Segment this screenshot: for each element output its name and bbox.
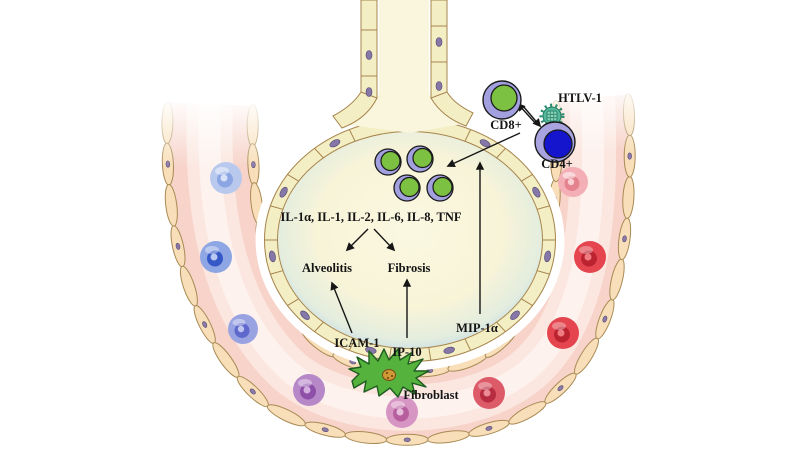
blood-cell-blue-violet [228, 314, 258, 344]
alveolus-interior [265, 119, 555, 361]
alveolar-cell-junction [536, 205, 551, 210]
cytokines-label: IL-1α, IL-1, IL-2, IL-6, IL-8, TNF [280, 210, 461, 224]
alveolar-cell-nucleus [510, 310, 520, 320]
airway-wall-left [360, 0, 378, 99]
infected-lymphocyte [393, 174, 421, 202]
endothelial-nucleus [249, 388, 256, 395]
endothelial-nucleus [627, 152, 632, 160]
fibroblast-label: Fibroblast [403, 388, 459, 402]
arrow-cd4-to-alveolus [446, 132, 521, 168]
airway-lumen [342, 0, 468, 133]
alveolar-cell-junction [269, 270, 284, 275]
ip10-label: IP-10 [392, 345, 421, 359]
blood-cell-magenta [386, 396, 418, 428]
cd8-cell [482, 80, 522, 120]
cd4-label: CD4+ [541, 157, 572, 171]
alveolar-cell-nucleus [279, 186, 288, 198]
alveolar-cell-junction [428, 347, 432, 361]
infected-lymphocyte [374, 148, 402, 176]
alveolar-cell-junction [348, 338, 356, 351]
airway-flare-right [430, 91, 474, 127]
alveolar-epithelial-cells [264, 129, 556, 361]
airway-nucleus [435, 81, 443, 91]
infected-lymphocyte [426, 174, 454, 202]
alveolar-cell-junction [348, 129, 356, 142]
alveolar-cell-junction [496, 321, 506, 333]
alveolar-cell-junction [269, 205, 284, 210]
endothelial-nucleus [403, 437, 411, 443]
alveolar-cell-junction [464, 129, 472, 142]
alveolar-cell-junction [314, 321, 324, 333]
cd8-label: CD8+ [490, 118, 521, 132]
endothelial-nucleus [622, 235, 627, 243]
alveolar-cell-nucleus [532, 186, 541, 198]
fibroblast-cell-icon [348, 348, 430, 398]
alveolar-cell-junction [464, 338, 472, 351]
fibrosis-label: Fibrosis [388, 261, 431, 275]
labels: HTLV-1 CD8+ CD4+ IL-1α, IL-1, IL-2, IL-6… [280, 91, 601, 402]
blood-cell-red [547, 317, 579, 349]
infected-lymphocyte [406, 145, 434, 173]
blood-cell-pink [558, 167, 588, 197]
blood-cell-light-blue [210, 162, 242, 194]
alveolar-cell-nucleus [443, 346, 455, 354]
airway-flare-left [332, 91, 378, 129]
bronchiole [332, 0, 474, 133]
alveolar-cell-junction [388, 347, 392, 361]
left-arm-fade [148, 50, 283, 168]
blood-cell-red [574, 241, 606, 273]
alveolar-cell-junction [520, 173, 534, 182]
blood-cells [200, 162, 606, 428]
endothelial-nucleus [485, 426, 493, 431]
alveolitis-label: Alveolitis [302, 261, 352, 275]
alveolar-cell-junction [520, 298, 534, 307]
airway-nucleus [365, 50, 373, 60]
airway-nucleus [365, 87, 373, 97]
blood-cell-red [473, 377, 505, 409]
icam1-label: ICAM-1 [334, 336, 379, 350]
htlv1-label: HTLV-1 [558, 91, 602, 105]
arrow-cytokines-to-fibrosis [373, 228, 396, 252]
cd4-cell [534, 121, 576, 163]
arrow-cytokines-to-alveolitis [345, 228, 369, 252]
endothelial-nucleus [321, 427, 329, 433]
arrow-icam1-to-alveolitis [330, 281, 353, 334]
endothelial-nucleus [602, 315, 608, 323]
endothelial-nucleus [175, 242, 181, 250]
alveolar-cell-nucleus [329, 139, 341, 148]
mip1a-label: MIP-1α [456, 321, 498, 335]
alveolar-cell-junction [496, 147, 506, 159]
blood-cell-blue [200, 241, 232, 273]
arrows [330, 102, 542, 338]
alveolar-cell-nucleus [268, 250, 276, 263]
infected-lymphocyte-cluster [374, 145, 454, 202]
endothelial-nucleus [557, 385, 564, 392]
alveolar-cell-junction [286, 173, 300, 182]
alveolar-cell-nucleus [300, 310, 310, 320]
airway-nucleus [435, 37, 443, 47]
alveolar-cell-junction [286, 298, 300, 307]
endothelial-nucleus [202, 321, 208, 328]
alveolar-cell-nucleus [479, 139, 491, 148]
alveolar-cell-junction [314, 147, 324, 159]
blood-cell-purple [293, 374, 325, 406]
alveolar-cell-nucleus [544, 250, 552, 263]
alveolar-cell-junction [536, 270, 551, 275]
arrow-cd8-to-virus [522, 105, 542, 128]
